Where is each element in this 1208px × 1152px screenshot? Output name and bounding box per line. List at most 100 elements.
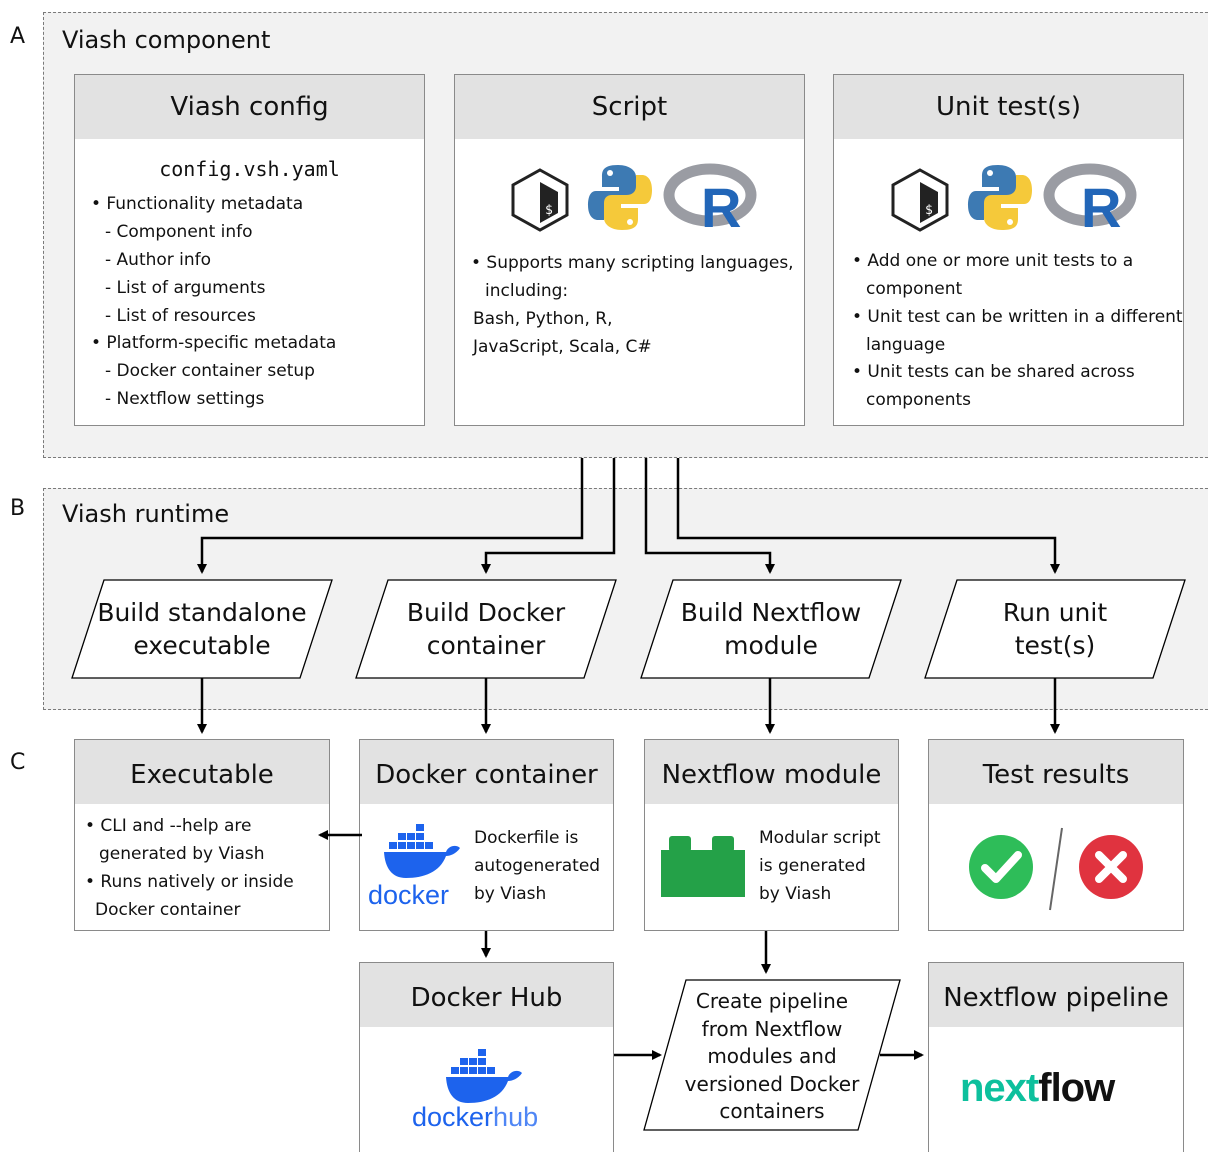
standalone-line: Build standalone (97, 598, 307, 627)
check-circle-icon (969, 835, 1033, 899)
nextflow-wordmark: nextflow (960, 1066, 1115, 1111)
standalone-line: executable (133, 631, 271, 660)
docker-hub-wordmark: dockerhub (412, 1102, 538, 1133)
unit-test-line: • Unit test can be written in a differen… (852, 307, 1183, 327)
executable-line: generated by Viash (99, 844, 265, 864)
config-line: • Platform-specific metadata (91, 333, 337, 353)
unit-test-line: • Add one or more unit tests to a (852, 251, 1134, 271)
docker-hub-wordmark-b: hub (493, 1102, 539, 1132)
unit-test-line: component (866, 279, 963, 299)
docker-container-line: Dockerfile is (474, 828, 579, 848)
script-line: JavaScript, Scala, C# (473, 337, 652, 357)
config-filename: config.vsh.yaml (159, 157, 340, 181)
script-line: • Supports many scripting languages, (471, 253, 794, 273)
pipeline-step-line: containers (719, 1099, 825, 1123)
unit-test-line: • Unit tests can be shared across (852, 362, 1135, 382)
executable-line: Docker container (95, 900, 241, 920)
section-a-letter: A (10, 24, 26, 49)
svg-text:$_: $_ (925, 203, 941, 218)
unit-test-line: language (866, 335, 946, 355)
viash-config-card: Viash config config.vsh.yaml • Functiona… (74, 74, 425, 426)
unit-test-title: Unit test(s) (834, 75, 1183, 139)
pipeline-step-line: from Nextflow (701, 1016, 843, 1041)
config-line: - List of arguments (105, 278, 266, 298)
pipeline-step-line: versioned Docker (684, 1071, 860, 1096)
nextflow-module-line: is generated (759, 856, 866, 876)
connector-lines (197, 458, 1060, 1060)
standalone-label: Build standalone executable (82, 596, 322, 662)
nextflow-module-line: by Viash (759, 884, 832, 904)
nextflow-module-title: Nextflow module (645, 740, 898, 804)
docker-hub-whale-icon (446, 1049, 522, 1103)
nextflow-module-line: Modular script (759, 828, 881, 848)
config-line: • Functionality metadata (91, 194, 304, 214)
docker-hub-wordmark-a: docker (412, 1102, 494, 1132)
docker-build-line: container (426, 631, 546, 660)
test-results-card: Test results (928, 739, 1184, 931)
nextflow-module-card: Nextflow module Modular script is genera… (644, 739, 899, 931)
script-line: including: (485, 281, 569, 301)
r-logo-icon: R (663, 163, 757, 239)
cross-circle-icon (1079, 835, 1143, 899)
python-icon (968, 165, 1032, 230)
config-line: - Docker container setup (105, 361, 315, 381)
pipeline-step-parallelogram (643, 979, 901, 1131)
pipeline-step-line: modules and (707, 1044, 837, 1068)
docker-container-title: Docker container (360, 740, 613, 804)
unit-test-card: Unit test(s) • Add one or more unit test… (833, 74, 1184, 426)
divider-slash (1049, 827, 1063, 911)
docker-build-line: Build Docker (406, 598, 566, 627)
script-line: Bash, Python, R, (473, 309, 613, 329)
docker-hub-card: Docker Hub (359, 962, 614, 1152)
pipeline-step-label: Create pipeline from Nextflow modules an… (662, 988, 882, 1126)
shell-icon: $_ (511, 168, 569, 232)
config-line: - List of resources (105, 306, 256, 326)
script-card: Script • Supports many scripting languag… (454, 74, 805, 426)
module-block-icon (661, 836, 745, 897)
svg-text:R: R (701, 176, 741, 239)
executable-line: • CLI and --help are (85, 816, 252, 836)
docker-build-label: Build Docker container (366, 596, 606, 662)
docker-hub-title: Docker Hub (360, 963, 613, 1027)
executable-title: Executable (75, 740, 329, 804)
section-c-letter: C (10, 750, 26, 775)
nextflow-wordmark-b: flow (1038, 1066, 1115, 1110)
connector-to-docker (481, 458, 616, 574)
unittest-parallelogram (924, 579, 1186, 679)
python-icon (588, 165, 652, 230)
standalone-parallelogram (71, 579, 333, 679)
section-b-letter: B (10, 496, 26, 521)
executable-line: • Runs natively or inside (85, 872, 294, 892)
nextflow-build-label: Build Nextflow module (651, 596, 891, 662)
docker-container-line: by Viash (474, 884, 547, 904)
unittest-run-line: test(s) (1014, 631, 1096, 660)
svg-text:$_: $_ (545, 203, 561, 218)
test-results-title: Test results (929, 740, 1183, 804)
config-line: - Author info (105, 250, 212, 270)
shell-icon: $_ (891, 168, 949, 232)
nextflow-build-line: module (724, 631, 818, 660)
connector-to-unittest (676, 458, 1060, 574)
nextflow-pipeline-card: Nextflow pipeline (928, 962, 1184, 1152)
nextflow-wordmark-a: next (960, 1066, 1039, 1110)
docker-container-line: autogenerated (474, 856, 601, 876)
nextflow-pipeline-title: Nextflow pipeline (929, 963, 1183, 1027)
unittest-run-label: Run unit test(s) (935, 596, 1175, 662)
nextflow-build-line: Build Nextflow (680, 598, 862, 627)
docker-whale-icon (384, 824, 460, 878)
unittest-run-line: Run unit (1002, 598, 1108, 627)
docker-wordmark: docker (368, 880, 450, 910)
config-line: - Component info (105, 222, 253, 242)
svg-text:R: R (1081, 176, 1121, 239)
config-line: - Nextflow settings (105, 389, 265, 409)
unit-test-line: components (866, 390, 972, 410)
r-logo-icon: R (1043, 163, 1137, 239)
pipeline-step-line: Create pipeline (695, 989, 849, 1013)
connector-to-nextflow (644, 458, 775, 574)
connector-to-standalone (197, 458, 584, 574)
viash-config-title: Viash config (75, 75, 424, 139)
nextflow-parallelogram (640, 579, 902, 679)
docker-parallelogram (355, 579, 617, 679)
section-b-title: Viash runtime (62, 500, 230, 528)
